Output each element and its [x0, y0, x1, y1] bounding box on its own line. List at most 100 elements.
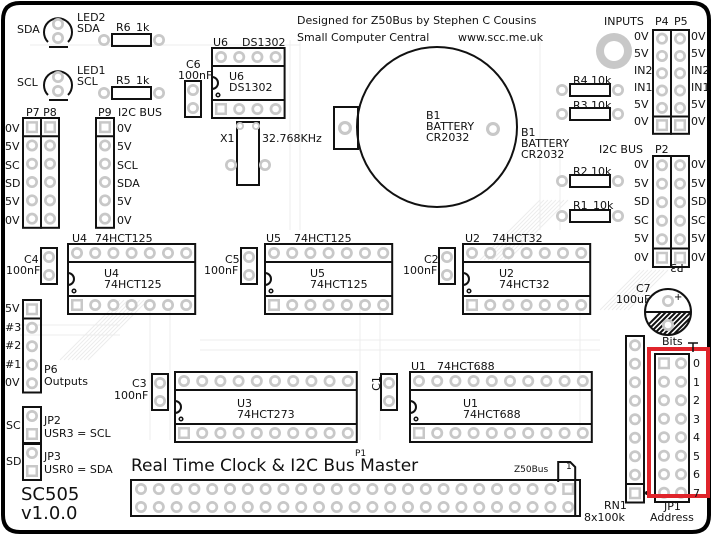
led-pad-hole [54, 20, 62, 28]
u3-pad-hole [253, 377, 261, 385]
r4-body [569, 83, 611, 97]
battery-type-outer: BATTERY [521, 137, 570, 150]
jp1-bit-label: 5 [693, 449, 700, 463]
p4p5-pad-hole [676, 35, 684, 42]
c3-pad-hole [156, 379, 164, 387]
u5-top-part: 74HCT125 [294, 232, 352, 245]
u1-pad-hole [543, 377, 550, 385]
p1-pad-hole [547, 503, 554, 511]
u4-pad-hole [182, 249, 190, 257]
p1-body [130, 479, 581, 517]
u3-pad-hole [198, 429, 206, 437]
p4-pin-label: 0V [634, 115, 649, 128]
p8-pad-hole [46, 142, 54, 149]
p4p5-sq-hole [658, 121, 666, 129]
u6-pad-hole [217, 53, 225, 61]
led1-signal: SCL [77, 75, 98, 88]
trace [59, 299, 121, 361]
u5-pad-hole [270, 249, 278, 257]
u3-body [174, 371, 358, 443]
c7-value: 100uF [616, 293, 651, 306]
u6-pin1-dot [215, 92, 221, 98]
jp1-pad-hole [660, 470, 668, 478]
p4p5-pad-hole [676, 52, 684, 60]
u3-pad-hole [289, 429, 297, 437]
p7-pin-label: SC [5, 158, 20, 172]
c3-value: 100nF [114, 389, 149, 402]
u4-pad-hole [164, 249, 172, 257]
p1-pin1-tab [557, 461, 577, 516]
u1-pad-hole [415, 377, 423, 385]
p2p3-pad-hole [658, 235, 666, 243]
rn1-pad-hole [631, 471, 639, 479]
r3-pad-hole [558, 110, 566, 118]
x1-pad-hole [227, 161, 235, 169]
led-pad-hole [54, 87, 62, 95]
p7-pad-hole [28, 142, 36, 149]
u3-pad-hole [253, 429, 261, 437]
u1-pad-hole [506, 377, 514, 385]
jp1-pad-hole [677, 452, 685, 460]
r4-ref: R4 [573, 74, 588, 87]
r1-pad-hole [614, 212, 622, 220]
p4p5-pad-hole [658, 35, 666, 42]
jp1-bit-label: 7 [693, 486, 700, 500]
u1-notch [409, 400, 417, 414]
u1-pad-hole [470, 429, 477, 437]
rn1-pad-hole [631, 378, 639, 386]
c5-pad-hole [245, 271, 253, 279]
r3-value: 10k [591, 99, 612, 112]
u2-pad-hole [523, 249, 530, 257]
rn1-pad-hole [631, 341, 639, 349]
p4p5-pad-hole [658, 69, 666, 77]
c4-value: 100nF [6, 264, 41, 277]
led2-side-label: SDA [17, 23, 40, 36]
p1-pad-hole [369, 485, 376, 493]
jp2-side-label: SC [6, 419, 21, 432]
c6-ref: C6 [186, 58, 201, 71]
p1-pad-hole [529, 485, 536, 493]
jp1-bit-label: 0 [693, 357, 700, 370]
p4-pin-label: 0V [634, 30, 649, 43]
p6-pin-label: #1 [5, 357, 22, 371]
u1-ref: U1 [463, 397, 479, 410]
u5-ref: U5 [310, 267, 326, 280]
x1-ref: X1 [220, 132, 235, 145]
trace [599, 269, 641, 311]
u1-pad-hole [506, 429, 514, 437]
p9-pad-hole [101, 197, 109, 204]
battery-model: CR2032 [426, 131, 470, 144]
p2-ref: P2 [655, 143, 669, 156]
u4-pad-hole [110, 301, 117, 309]
p1-pad-hole [404, 485, 412, 493]
u2-pad-hole [505, 249, 512, 257]
p1-pad-hole [191, 485, 198, 493]
p1-pad-hole [422, 503, 430, 511]
jp1-pad-hole [660, 396, 668, 404]
jp3-ref: JP3 [44, 450, 61, 463]
p7-pin-label: 5V [5, 195, 20, 209]
jp1-pad-hole [660, 415, 668, 423]
p1-pin1-label: 1 [566, 462, 572, 472]
c7-pad-hole [664, 321, 672, 329]
p9-pad-hole [101, 142, 109, 149]
c7-plus: + [674, 292, 682, 303]
p9-ref: P9 [98, 106, 112, 119]
p7-pin-label: 0V [5, 122, 20, 135]
trace [491, 199, 553, 261]
board-version: v1.0.0 [21, 503, 78, 524]
jp1-bit-label: 2 [693, 394, 700, 407]
u6-pad-hole [254, 105, 261, 113]
u1-pad-hole [452, 429, 459, 437]
p6-pin-label: 5V [5, 302, 20, 315]
p2p3-pad-hole [658, 198, 666, 206]
p1-pad-hole [333, 503, 341, 511]
u6-top-part: DS1302 [242, 36, 286, 49]
trace [611, 269, 653, 311]
inputs-title: INPUTS [604, 15, 644, 28]
led-pad-hole [54, 34, 62, 42]
rn1-pad-hole [631, 452, 639, 460]
jp1-pad-hole [677, 433, 685, 441]
board-name: SC505 [21, 484, 80, 505]
u2-pad-hole [541, 249, 549, 257]
